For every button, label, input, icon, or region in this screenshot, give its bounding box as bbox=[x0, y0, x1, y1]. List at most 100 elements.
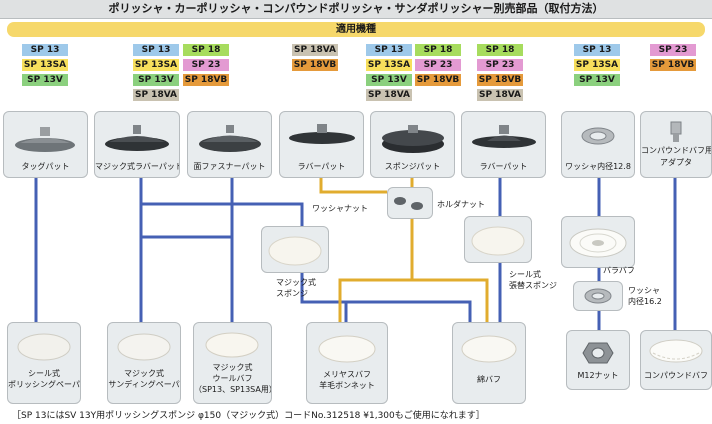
product-card-cotton-buff: 綿バフ bbox=[452, 322, 526, 404]
model-tag: SP 13SA bbox=[574, 59, 620, 71]
seal-sponge-label-1: シール式 bbox=[509, 270, 541, 279]
model-tag: SP 13V bbox=[366, 74, 412, 86]
model-tag: SP 23 bbox=[650, 44, 696, 56]
model-tag: SP 23 bbox=[415, 59, 461, 71]
model-tag: SP 18VA bbox=[133, 89, 179, 101]
product-card-sanding-paper: マジック式 サンディングペーパ bbox=[107, 322, 181, 404]
model-tag: SP 18VA bbox=[366, 89, 412, 101]
product-label: コンパウンドバフ bbox=[644, 371, 708, 380]
model-tag: SP 13V bbox=[22, 74, 68, 86]
product-label: マジック式 bbox=[212, 363, 253, 372]
product-label: 綿バフ bbox=[477, 375, 501, 384]
pad-label: アダプタ bbox=[660, 158, 692, 167]
bara-buff-image bbox=[569, 228, 627, 258]
rubber-pad-image bbox=[472, 125, 536, 148]
washer-16-label-1: ワッシャ bbox=[628, 286, 660, 295]
pad-label: スポンジパット bbox=[384, 162, 441, 171]
model-tag: SP 18VB bbox=[415, 74, 461, 86]
product-card-knit-buff: メリヤスバフ 羊毛ボンネット bbox=[306, 322, 388, 404]
seal-sponge-label-2: 張替スポンジ bbox=[509, 281, 557, 290]
pad-card-rubber-2: ラバーパット bbox=[461, 111, 546, 178]
holder-nut-card bbox=[387, 187, 433, 219]
hook-loop-pad-image bbox=[199, 125, 261, 152]
pad-card-rubber: ラバーパット bbox=[279, 111, 364, 178]
magic-sponge-label-2: スポンジ bbox=[276, 289, 308, 298]
seal-sponge-image bbox=[471, 226, 525, 256]
pad-label: ラバーパット bbox=[297, 162, 346, 171]
pad-label: マジック式ラバーパット bbox=[95, 162, 180, 171]
washer-image bbox=[581, 127, 615, 145]
product-label: ポリッシングペーパ bbox=[8, 380, 80, 389]
magic-rubber-pad-image bbox=[105, 125, 169, 151]
bara-buff-label: バラバフ bbox=[603, 266, 635, 275]
model-tag: SP 13 bbox=[22, 44, 68, 56]
holder-nut-image bbox=[394, 197, 423, 210]
product-label: メリヤスバフ bbox=[323, 370, 371, 379]
washer-16-card bbox=[573, 281, 623, 311]
product-label: サンディングペーパ bbox=[108, 380, 180, 389]
model-tag: SP 18VA bbox=[292, 44, 338, 56]
model-tag: SP 13SA bbox=[133, 59, 179, 71]
sponge-pad-image bbox=[382, 125, 444, 153]
gold-connector bbox=[319, 176, 387, 194]
seal-sponge-card bbox=[464, 216, 532, 263]
product-card-seal-paper: シール式 ポリッシングペーパ bbox=[7, 322, 81, 404]
model-tag: SP 13 bbox=[133, 44, 179, 56]
model-tag: SP 23 bbox=[183, 59, 229, 71]
blue-connector bbox=[141, 202, 304, 228]
product-card-wool-buff: マジック式 ウールバフ （SP13、SP13SA用） bbox=[193, 322, 272, 404]
model-tag: SP 18VB bbox=[477, 74, 523, 86]
gold-connector bbox=[412, 278, 489, 322]
blue-connector bbox=[300, 270, 472, 322]
product-label: ウールバフ bbox=[212, 374, 253, 383]
model-tag: SP 13SA bbox=[22, 59, 68, 71]
product-label: 羊毛ボンネット bbox=[319, 381, 375, 390]
holder-nut-label: ホルダナット bbox=[437, 200, 485, 209]
product-label: シール式 bbox=[28, 369, 60, 378]
applicable-models-bar: 適用機種 bbox=[7, 22, 705, 37]
model-tag: SP 18 bbox=[477, 44, 523, 56]
model-tag: SP 18 bbox=[183, 44, 229, 56]
m12-nut-image bbox=[582, 342, 614, 364]
pad-card-tag-pad: タッグパット bbox=[3, 111, 88, 178]
pad-card-sponge: スポンジパット bbox=[370, 111, 455, 178]
wool-buff-image bbox=[205, 332, 259, 358]
magic-sponge-label-1: マジック式 bbox=[276, 278, 316, 287]
bara-buff-card bbox=[561, 216, 635, 268]
footnote: ［SP 13にはSV 13Y用ポリッシングスポンジ φ150（マジック式）コード… bbox=[12, 411, 485, 421]
model-tag: SP 18VB bbox=[292, 59, 338, 71]
cotton-buff-image bbox=[461, 335, 517, 363]
rubber-pad-image bbox=[289, 124, 355, 144]
knit-buff-image bbox=[318, 335, 376, 363]
product-label: マジック式 bbox=[124, 369, 164, 378]
washer-16-image bbox=[584, 288, 612, 304]
product-label: （SP13、SP13SA用） bbox=[194, 385, 272, 394]
model-tag: SP 18VB bbox=[650, 59, 696, 71]
washer-16-label-2: 内径16.2 bbox=[628, 297, 662, 306]
model-tag: SP 18 bbox=[415, 44, 461, 56]
compound-buff-image bbox=[649, 339, 703, 363]
seal-paper-image bbox=[17, 333, 71, 361]
model-tag: SP 23 bbox=[477, 59, 523, 71]
pad-card-hook-loop: 面ファスナーパット bbox=[187, 111, 272, 178]
pad-card-washer-12-8: ワッシャ内径12.8 bbox=[561, 111, 635, 178]
product-card-m12-nut: M12ナット bbox=[566, 330, 630, 390]
model-tag: SP 18VB bbox=[183, 74, 229, 86]
tag-pad-image bbox=[15, 127, 75, 152]
sanding-paper-image bbox=[117, 333, 171, 361]
gold-connector bbox=[338, 215, 414, 322]
pad-label: ラバーパット bbox=[479, 162, 528, 171]
model-tag: SP 13V bbox=[574, 74, 620, 86]
product-label: M12ナット bbox=[577, 371, 619, 380]
product-card-compound-buff: コンパウンドバフ bbox=[640, 330, 712, 390]
pad-label: ワッシャ内径12.8 bbox=[565, 162, 631, 171]
model-tag: SP 13V bbox=[133, 74, 179, 86]
pad-label: タッグパット bbox=[21, 162, 70, 171]
pad-card-compound-adapter: コンパウンドバフ用 アダプタ bbox=[640, 111, 712, 178]
model-tag: SP 18VA bbox=[477, 89, 523, 101]
pad-card-magic-rubber: マジック式ラバーパット bbox=[94, 111, 180, 178]
model-tag: SP 13 bbox=[574, 44, 620, 56]
magic-sponge-image bbox=[268, 236, 322, 266]
washer-nut-label: ワッシャナット bbox=[312, 204, 368, 213]
